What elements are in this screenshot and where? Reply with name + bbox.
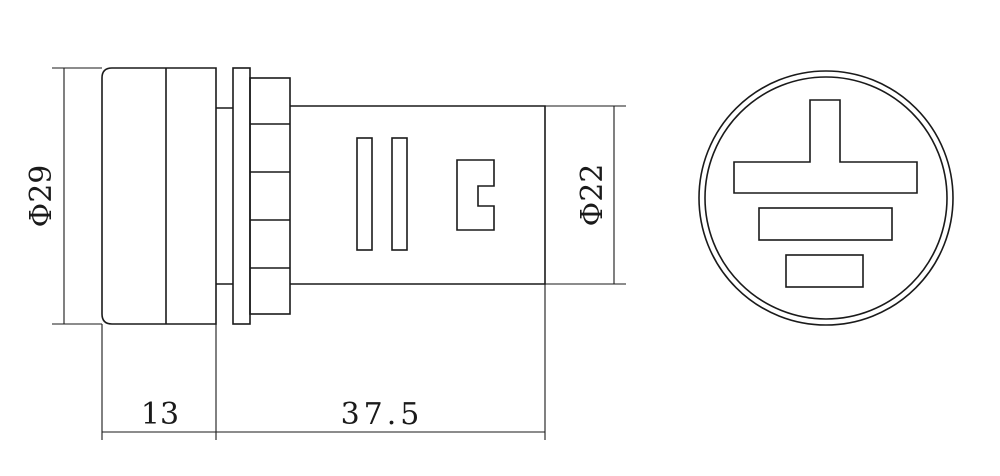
front-face-inner xyxy=(704,76,948,320)
cap-length-label: 13 xyxy=(141,397,179,432)
terminal-pin xyxy=(356,137,373,251)
front-view xyxy=(698,70,954,326)
body-diameter-dimension: Φ22 xyxy=(545,105,626,285)
front-cap xyxy=(101,67,217,325)
face-diameter-label: Φ29 xyxy=(24,165,59,228)
face-diameter-dimension: Φ29 xyxy=(24,67,102,325)
hex-nut xyxy=(249,77,291,315)
panel-flange xyxy=(232,67,251,325)
rear-body xyxy=(290,105,546,285)
terminal-tab xyxy=(456,159,495,231)
body-diameter-label: Φ22 xyxy=(575,164,610,227)
ground-stem-bar xyxy=(733,99,918,194)
side-view xyxy=(101,67,546,325)
body-length-label: 37.5 xyxy=(341,397,424,432)
front-face-outer xyxy=(698,70,954,326)
ground-symbol-icon xyxy=(733,99,918,288)
length-dimensions: 13 37.5 xyxy=(101,284,546,440)
terminal-pin xyxy=(391,137,408,251)
ground-middle-bar xyxy=(758,207,893,241)
ground-bottom-bar xyxy=(785,254,864,288)
